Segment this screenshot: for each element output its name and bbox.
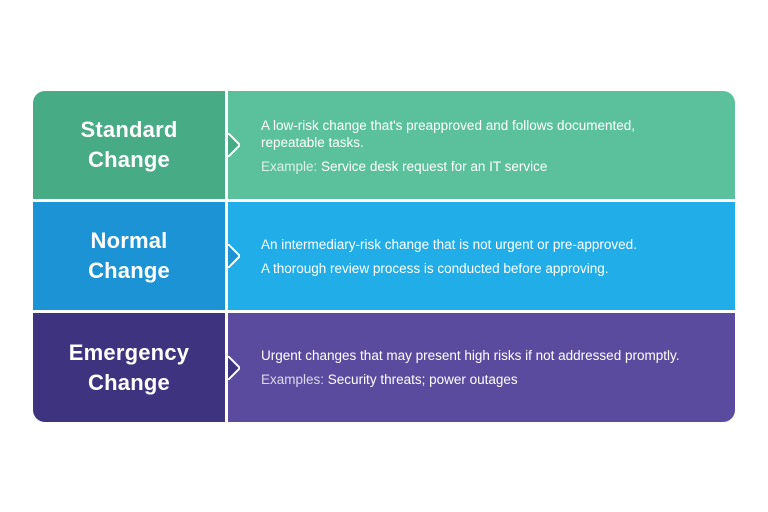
- chevron-right-icon: [228, 355, 240, 380]
- standard-change-description: A low-risk change that's preapproved and…: [261, 117, 719, 175]
- example-line: Examples: Security threats; power outage…: [261, 371, 719, 388]
- normal-change-description-cell: [228, 202, 735, 310]
- chevron-right-icon: [228, 133, 240, 157]
- normal-change-description: An intermediary-risk change that is not …: [261, 236, 719, 277]
- chevron-right-icon: [228, 244, 240, 268]
- example-text: Security threats; power outages: [327, 372, 518, 387]
- title-line: Change: [88, 147, 170, 172]
- description-line: An intermediary-risk change that is not …: [261, 237, 637, 252]
- example-line: Example: Service desk request for an IT …: [261, 158, 719, 175]
- title-line: Emergency: [68, 339, 190, 365]
- title-line: Standard: [80, 117, 178, 142]
- standard-change-title-cell: Standard Change: [33, 91, 225, 199]
- title-line: Normal: [90, 228, 168, 253]
- example-text: Service desk request for an IT service: [321, 159, 548, 174]
- title-line: Change: [88, 369, 170, 395]
- description-line: Urgent changes that may present high ris…: [261, 348, 680, 363]
- emergency-change-title-cell: Emergency Change: [33, 313, 225, 422]
- description-line: repeatable tasks.: [261, 135, 364, 150]
- standard-change-description-cell: [228, 91, 735, 199]
- example-prefix: Examples:: [261, 372, 325, 387]
- row-standard-change: Standard Change A low-risk change that's…: [33, 91, 735, 199]
- standard-change-title: Standard Change: [81, 115, 178, 175]
- row-normal-change: Normal Change An intermediary-risk chang…: [33, 202, 735, 310]
- normal-change-title: Normal Change: [88, 226, 170, 286]
- example-prefix: Example:: [261, 159, 318, 174]
- emergency-change-title: Emergency Change: [69, 338, 189, 398]
- normal-change-title-cell: Normal Change: [33, 202, 225, 310]
- emergency-change-description: Urgent changes that may present high ris…: [261, 347, 719, 388]
- emergency-change-description-cell: [228, 313, 735, 422]
- row-emergency-change: Emergency Change Urgent changes that may…: [33, 313, 735, 422]
- title-line: Change: [88, 258, 170, 283]
- description-line: A thorough review process is conducted b…: [261, 261, 609, 276]
- change-types-card: Standard Change A low-risk change that's…: [33, 91, 735, 422]
- description-line: A low-risk change that's preapproved and…: [261, 118, 636, 133]
